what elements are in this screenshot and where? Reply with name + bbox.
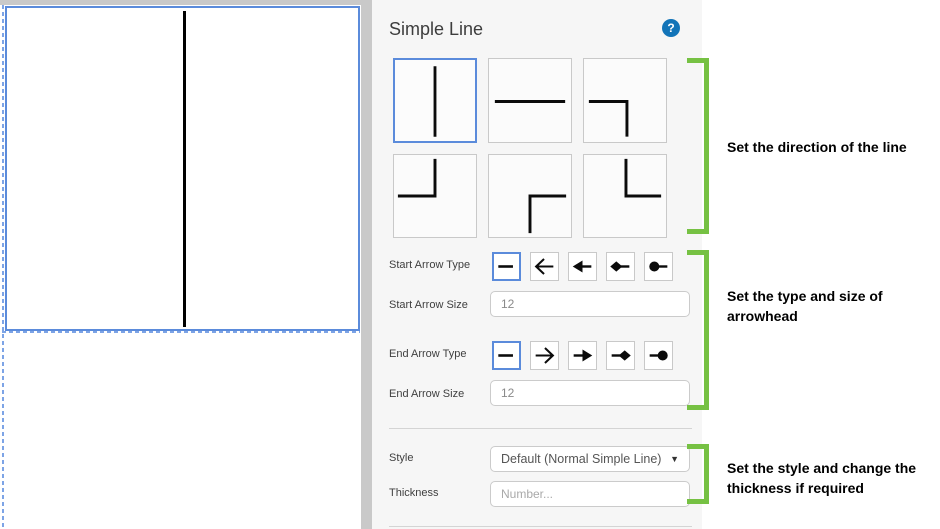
- start-arrow-type-circle[interactable]: [644, 252, 673, 281]
- thickness-label: Thickness: [389, 487, 439, 499]
- start-arrow-type-label: Start Arrow Type: [389, 259, 471, 271]
- design-canvas[interactable]: [0, 0, 372, 529]
- selected-line-element[interactable]: [5, 6, 360, 331]
- style-dropdown[interactable]: Default (Normal Simple Line) ▼: [490, 446, 690, 472]
- direction-option-horizontal[interactable]: [488, 58, 572, 143]
- section-divider: [389, 428, 692, 429]
- help-icon[interactable]: ?: [662, 19, 680, 37]
- direction-option-vertical[interactable]: [393, 58, 477, 143]
- start-arrow-type-none[interactable]: [492, 252, 521, 281]
- direction-option-corner-down-then-left[interactable]: [393, 154, 477, 238]
- chevron-down-icon: ▼: [670, 454, 679, 464]
- direction-option-corner-right-then-down[interactable]: [583, 58, 667, 143]
- panel-title: Simple Line: [389, 19, 484, 39]
- start-arrow-size-label: Start Arrow Size: [389, 299, 468, 311]
- start-arrow-type-diamond[interactable]: [606, 252, 635, 281]
- end-arrow-type-triangle[interactable]: [568, 341, 597, 370]
- annotation-style: Set the style and change the thickness i…: [727, 460, 917, 496]
- end-arrow-type-circle[interactable]: [644, 341, 673, 370]
- style-dropdown-value: Default (Normal Simple Line): [501, 452, 662, 466]
- selection-dashed-bottom-line: [2, 331, 360, 333]
- annotation-bracket-style: [687, 444, 709, 504]
- style-label: Style: [389, 452, 414, 464]
- section-divider-bottom: [389, 526, 692, 527]
- annotation-bracket-direction: [687, 58, 709, 234]
- start-arrow-type-open[interactable]: [530, 252, 559, 281]
- direction-option-corner-right-then-down-low[interactable]: [488, 154, 572, 238]
- end-arrow-type-diamond[interactable]: [606, 341, 635, 370]
- thickness-input[interactable]: [490, 481, 690, 507]
- simple-line-shape: [183, 11, 186, 327]
- end-arrow-size-input[interactable]: [490, 380, 690, 406]
- annotation-bracket-arrowhead: [687, 250, 709, 410]
- direction-option-corner-down-then-right[interactable]: [583, 154, 667, 238]
- properties-panel: Simple Line ? Start Arrow Type: [372, 0, 702, 529]
- start-arrow-type-triangle[interactable]: [568, 252, 597, 281]
- end-arrow-type-label: End Arrow Type: [389, 348, 467, 360]
- end-arrow-type-none[interactable]: [492, 341, 521, 370]
- start-arrow-size-input[interactable]: [490, 291, 690, 317]
- page-boundary-dashed-line: [2, 5, 4, 529]
- end-arrow-type-open[interactable]: [530, 341, 559, 370]
- annotation-direction: Set the direction of the line: [727, 139, 907, 155]
- end-arrow-size-label: End Arrow Size: [389, 388, 465, 400]
- annotation-arrowhead: Set the type and size of arrowhead: [727, 288, 883, 324]
